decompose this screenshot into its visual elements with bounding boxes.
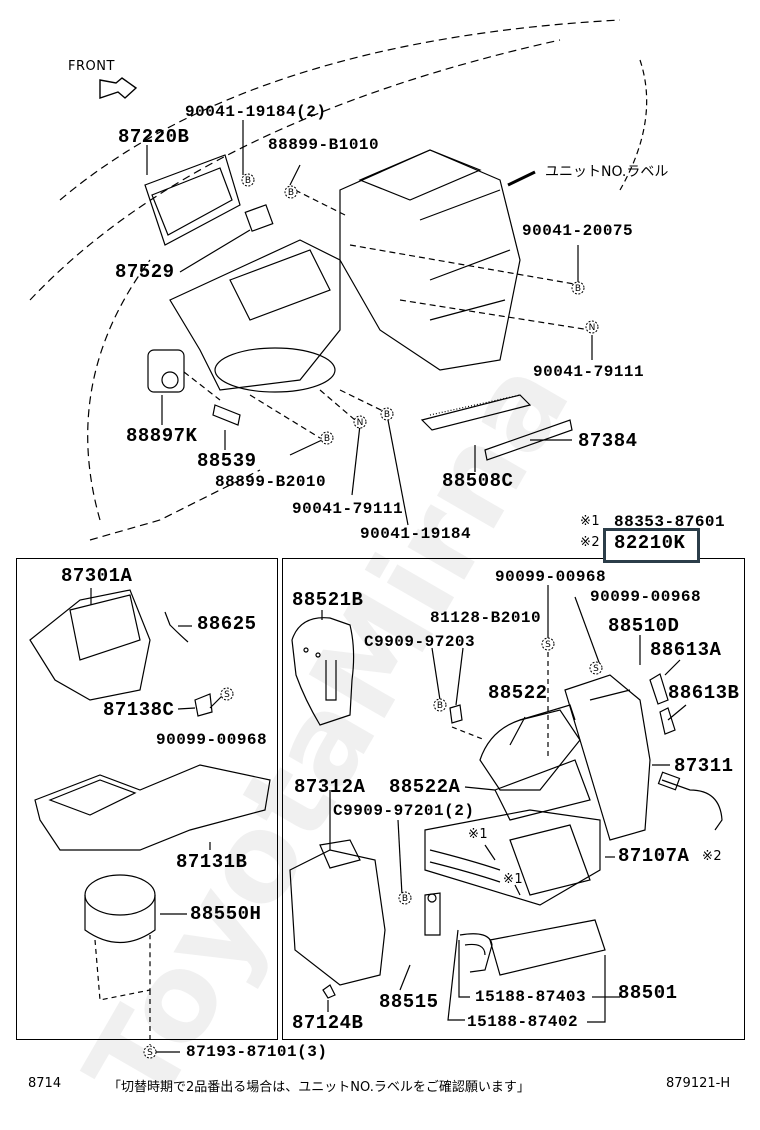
part-label[interactable]: 87107A — [618, 845, 690, 867]
note-mark: ※1 — [580, 514, 601, 529]
marker-s: S — [224, 690, 230, 700]
part-label[interactable]: 90041-19184 — [360, 525, 472, 543]
part-label[interactable]: 90041-19184(2) — [185, 103, 327, 121]
blower-subassembly-panel — [16, 558, 278, 1040]
part-label[interactable]: 88613B — [668, 682, 740, 704]
part-label[interactable]: 88515 — [379, 991, 439, 1013]
part-label[interactable]: 15188-87402 — [467, 1013, 579, 1031]
marker-b: B — [384, 410, 390, 420]
part-label[interactable]: 90099-00968 — [156, 731, 268, 749]
marker-s: S — [147, 1048, 153, 1058]
note-mark: ※1 — [468, 827, 489, 842]
marker-s: S — [545, 640, 551, 650]
part-label[interactable]: 87312A — [294, 776, 366, 798]
part-label[interactable]: 88501 — [618, 982, 678, 1004]
part-label[interactable]: 90041-79111 — [533, 363, 645, 381]
highlighted-part-box — [603, 528, 700, 563]
part-label[interactable]: 88550H — [190, 903, 262, 925]
part-label[interactable]: 88899-B2010 — [215, 473, 327, 491]
part-label[interactable]: 87131B — [176, 851, 248, 873]
part-label[interactable]: 81128-B2010 — [430, 609, 542, 627]
footer-note: 「切替時期で2品番出る場合は、ユニットNO.ラベルをご確認願います」 — [108, 1080, 530, 1095]
figure-id: 879121-H — [666, 1076, 731, 1091]
part-label[interactable]: 88522A — [389, 776, 461, 798]
part-label[interactable]: 88899-B1010 — [268, 136, 380, 154]
part-label[interactable]: 87529 — [115, 261, 175, 283]
part-label[interactable]: 88897K — [126, 425, 198, 447]
part-label[interactable]: 88510D — [608, 615, 680, 637]
part-label[interactable]: 88625 — [197, 613, 257, 635]
part-label[interactable]: 88539 — [197, 450, 257, 472]
part-label[interactable]: 87384 — [578, 430, 638, 452]
marker-b: B — [575, 284, 581, 294]
marker-b: B — [402, 894, 408, 904]
marker-b: B — [324, 434, 330, 444]
highlighted-part-number[interactable]: 82210K — [614, 532, 686, 554]
note-mark: ※2 — [702, 849, 723, 864]
part-label[interactable]: 87311 — [674, 755, 734, 777]
note-mark: ※2 — [580, 535, 601, 550]
part-label[interactable]: 88522 — [488, 682, 548, 704]
marker-b: B — [245, 176, 251, 186]
marker-b: B — [437, 701, 443, 711]
note-part-number[interactable]: 88353-87601 — [614, 513, 726, 531]
part-label[interactable]: 88521B — [292, 589, 364, 611]
marker-b: B — [288, 188, 294, 198]
part-label[interactable]: 87301A — [61, 565, 133, 587]
heater-subassembly-panel — [282, 558, 745, 1040]
part-label[interactable]: 90099-00968 — [590, 588, 702, 606]
part-label[interactable]: C9909-97201(2) — [333, 802, 475, 820]
part-label[interactable]: 90041-20075 — [522, 222, 634, 240]
part-label[interactable]: 15188-87403 — [475, 988, 587, 1006]
marker-n: N — [357, 418, 364, 428]
part-label[interactable]: 87124B — [292, 1012, 364, 1034]
part-label[interactable]: 90041-79111 — [292, 500, 404, 518]
marker-n: N — [589, 323, 596, 333]
part-label[interactable]: 87138C — [103, 699, 175, 721]
page-code: 8714 — [28, 1076, 62, 1091]
front-label: FRONT — [68, 59, 115, 74]
part-label[interactable]: 90099-00968 — [495, 568, 607, 586]
note-mark: ※1 — [503, 872, 524, 887]
part-label[interactable]: 88508C — [442, 470, 514, 492]
marker-s: S — [593, 664, 599, 674]
part-label[interactable]: 87220B — [118, 126, 190, 148]
unit-number-label-note: ユニットNO.ラベル — [545, 164, 669, 180]
part-label[interactable]: 87193-87101(3) — [186, 1043, 328, 1061]
part-label[interactable]: 88613A — [650, 639, 722, 661]
part-label[interactable]: C9909-97203 — [364, 633, 476, 651]
